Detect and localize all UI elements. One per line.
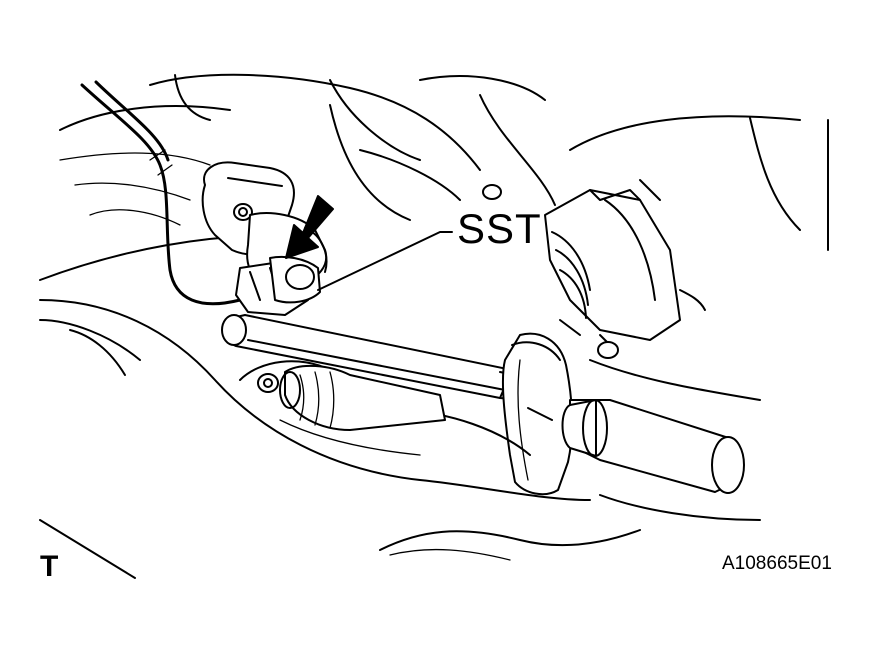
callout-leader (317, 231, 453, 291)
corner-code-label: T (40, 550, 59, 583)
vehicle-body-outline (39, 73, 829, 579)
sensor-bracket (201, 161, 328, 283)
arrow-down-left-icon (285, 195, 334, 259)
figure-id-label: A108665E01 (722, 553, 832, 574)
sst-callout-label: SST (457, 205, 542, 252)
drive-shaft-boot (544, 179, 706, 359)
exhaust-pipe (257, 364, 446, 431)
